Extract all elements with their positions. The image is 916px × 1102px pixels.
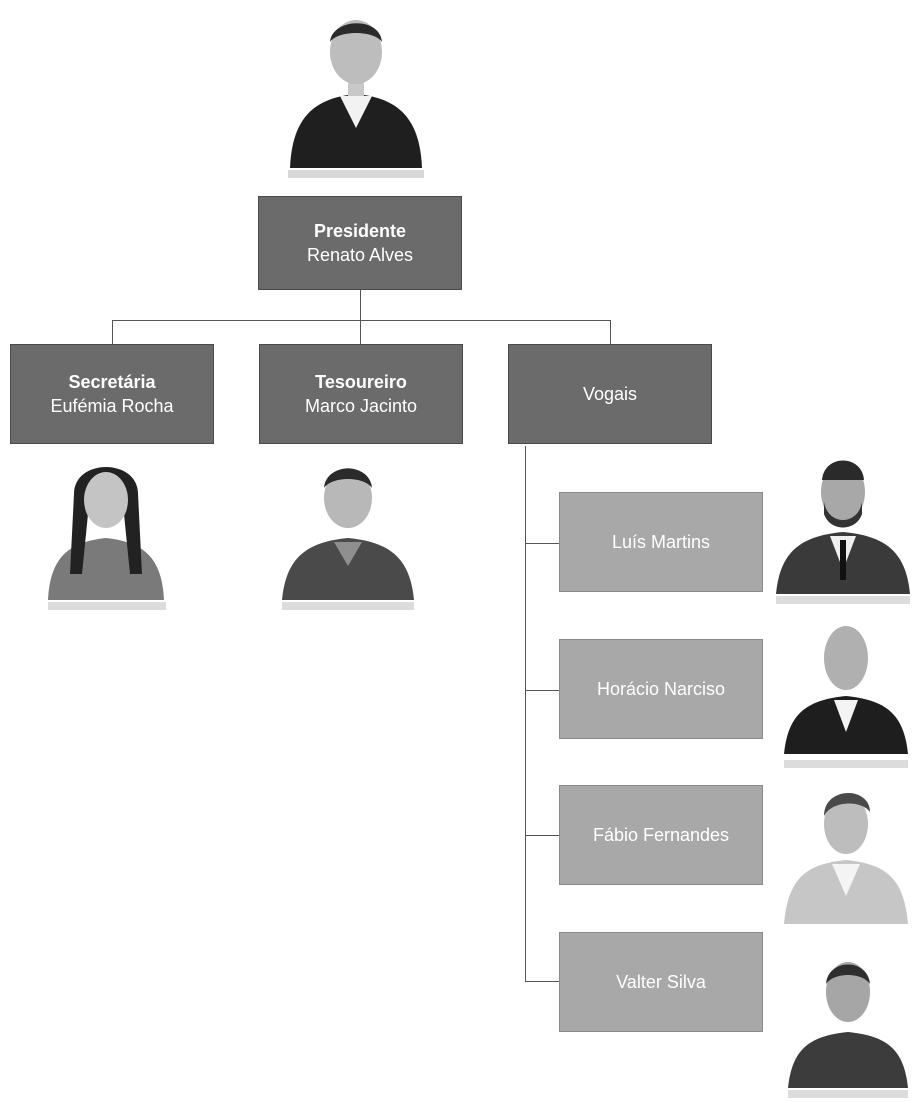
treasurer-box[interactable]: Tesoureiro Marco Jacinto <box>259 344 463 444</box>
vogal-member-3-box[interactable]: Fábio Fernandes <box>559 785 763 885</box>
connector-secretary <box>112 320 113 344</box>
secretary-photo-icon <box>48 467 166 610</box>
secretary-box[interactable]: Secretária Eufémia Rocha <box>10 344 214 444</box>
president-box[interactable]: Presidente Renato Alves <box>258 196 462 290</box>
vogal-member-1-box[interactable]: Luís Martins <box>559 492 763 592</box>
connector-member-2 <box>525 690 559 691</box>
vogal-member-1-photo-icon <box>776 460 910 604</box>
connector-vogais-down <box>525 446 526 738</box>
connector-vogais-down-ext <box>525 738 526 981</box>
vogal-member-4-name: Valter Silva <box>616 971 706 992</box>
president-name: Renato Alves <box>306 245 414 265</box>
connector-treasurer <box>360 320 361 344</box>
secretary-role: Secretária <box>68 371 156 392</box>
treasurer-name: Marco Jacinto <box>304 396 418 416</box>
connector-horizontal <box>112 320 610 321</box>
vogal-member-1-name: Luís Martins <box>611 531 711 552</box>
treasurer-role: Tesoureiro <box>315 371 407 392</box>
connector-member-1 <box>525 543 559 544</box>
vogais-label: Vogais <box>582 383 638 404</box>
president-photo-icon <box>288 20 424 178</box>
connector-member-3 <box>525 835 559 836</box>
secretary-name: Eufémia Rocha <box>50 396 174 416</box>
treasurer-photo-icon <box>282 468 414 610</box>
vogais-box[interactable]: Vogais <box>508 344 712 444</box>
president-role: Presidente <box>313 220 407 241</box>
connector-member-4b <box>525 981 559 982</box>
connector-president-down <box>360 290 361 320</box>
vogal-member-2-box[interactable]: Horácio Narciso <box>559 639 763 739</box>
vogal-member-4-photo-icon <box>788 962 908 1098</box>
vogal-member-4-box[interactable]: Valter Silva <box>559 932 763 1032</box>
connector-vogais <box>610 320 611 344</box>
vogal-member-2-name: Horácio Narciso <box>596 678 726 699</box>
vogal-member-2-photo-icon <box>784 626 908 768</box>
vogal-member-3-name: Fábio Fernandes <box>592 824 730 845</box>
vogal-member-3-photo-icon <box>784 792 908 924</box>
